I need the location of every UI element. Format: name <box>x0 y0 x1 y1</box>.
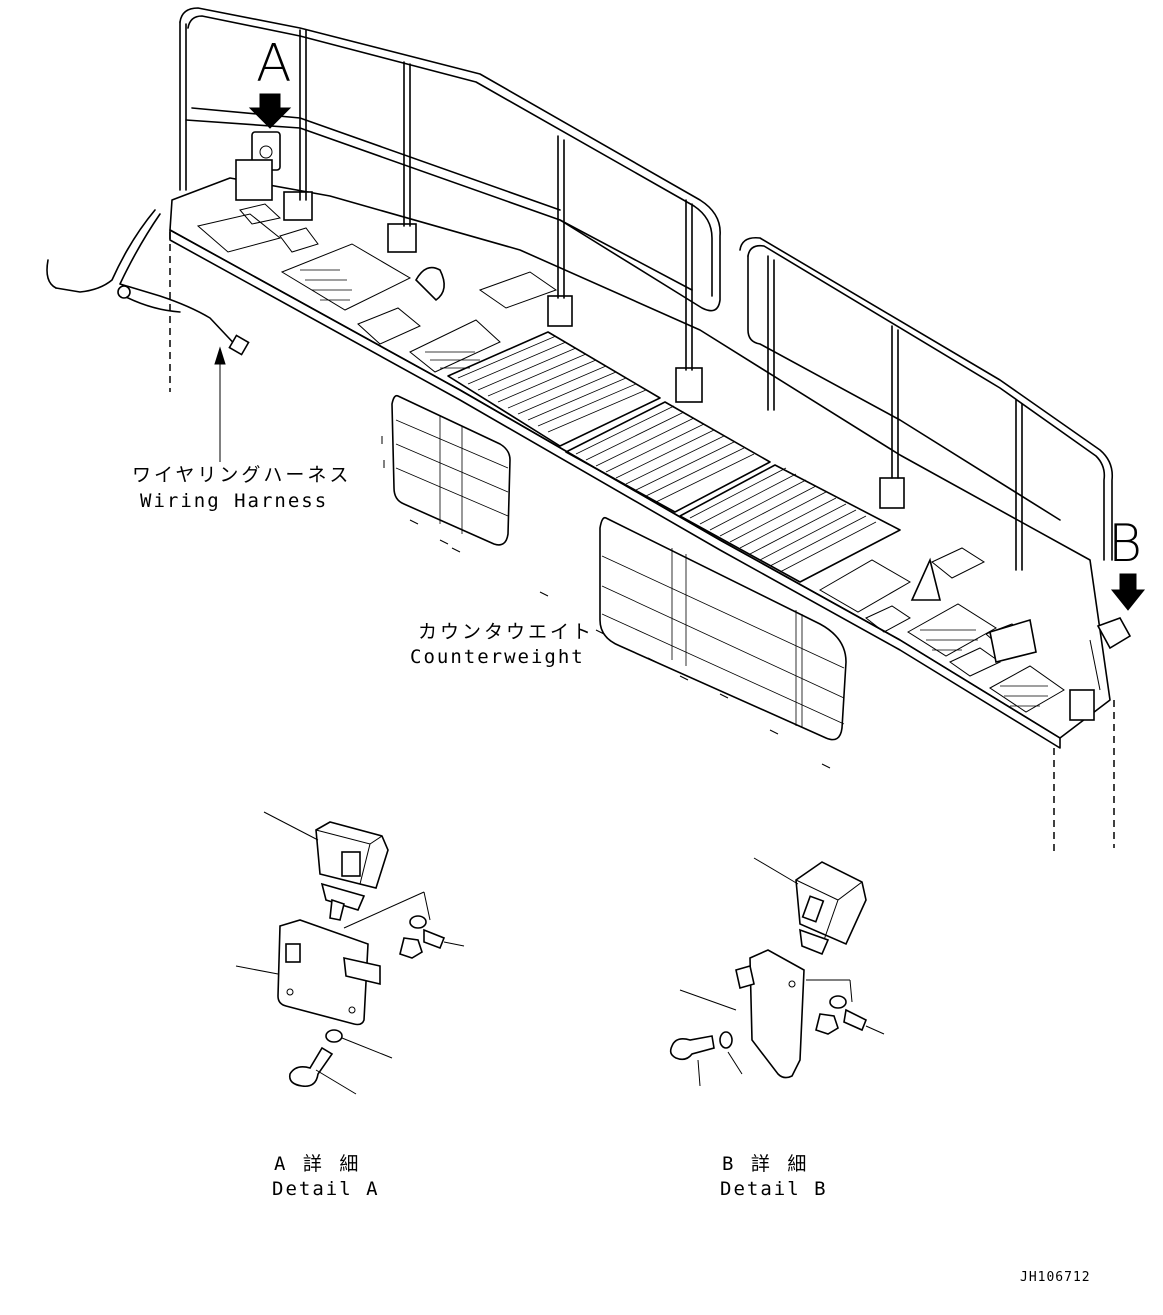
detail-a-drawing <box>235 811 465 1095</box>
detail-a-label-jp: A 詳 細 <box>274 1153 362 1175</box>
wiring-harness-leader <box>214 346 226 462</box>
lamp-a <box>235 131 281 201</box>
counterweight-label-jp: カウンタウエイト <box>418 621 595 643</box>
grating-panels <box>447 331 901 583</box>
wiring-harness <box>46 209 250 356</box>
callout-b: B <box>1108 514 1143 574</box>
arrow-a <box>248 93 292 129</box>
counterweight-panel-large <box>599 516 847 741</box>
detail-b-label-jp: B 詳 細 <box>722 1153 810 1175</box>
detail-b-drawing <box>669 857 885 1087</box>
counterweight-markers <box>381 436 831 769</box>
arrow-b <box>1110 573 1146 611</box>
callout-a: A <box>256 34 292 94</box>
counterweight-panel-small <box>391 394 511 546</box>
detail-b-label-en: Detail B <box>720 1178 828 1200</box>
detail-a-label-en: Detail A <box>272 1178 380 1200</box>
wiring-harness-label-en: Wiring Harness <box>140 490 329 512</box>
wiring-harness-label-jp: ワイヤリングハーネス <box>132 464 352 486</box>
walkway-platform <box>169 177 1111 749</box>
drawing-code: JH106712 <box>1020 1270 1091 1285</box>
lamp-b <box>1089 617 1132 691</box>
handrail <box>179 7 1114 571</box>
counterweight-label-en: Counterweight <box>410 646 585 668</box>
